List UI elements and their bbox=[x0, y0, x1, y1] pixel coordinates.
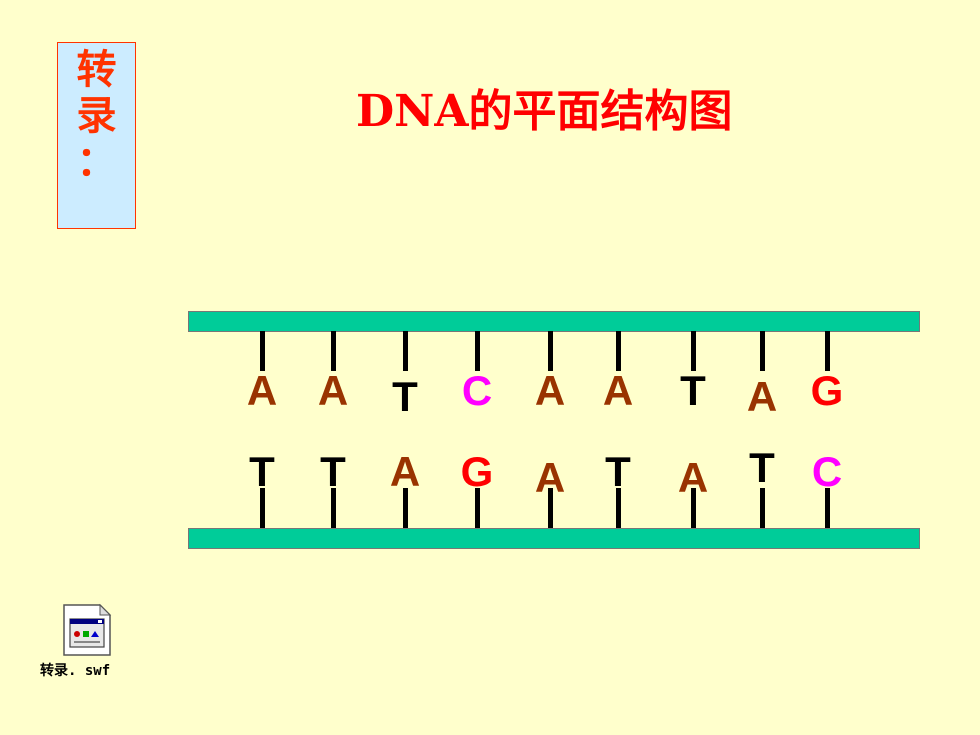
bottom-bond-7 bbox=[691, 488, 696, 528]
bottom-base-4: G bbox=[460, 448, 494, 495]
bottom-base-2: T bbox=[320, 448, 346, 495]
section-label-char-2: 录 bbox=[76, 92, 117, 139]
top-bond-9 bbox=[825, 331, 830, 371]
top-base-1: A bbox=[246, 367, 278, 414]
bottom-base-6: T bbox=[605, 448, 631, 495]
bottom-bond-1 bbox=[260, 488, 265, 528]
top-base-3: T bbox=[392, 373, 418, 420]
top-base-7: T bbox=[680, 367, 706, 414]
top-base-8: A bbox=[746, 373, 778, 420]
bottom-bond-2 bbox=[331, 488, 336, 528]
section-label-box: 转 录 ： bbox=[57, 42, 136, 229]
flash-file-icon[interactable] bbox=[62, 603, 112, 657]
file-name-label[interactable]: 转录. swf bbox=[40, 663, 111, 679]
bottom-base-1: T bbox=[249, 448, 275, 495]
top-bond-2 bbox=[331, 331, 336, 371]
section-label-char-1: 转 bbox=[76, 46, 117, 93]
top-bond-6 bbox=[616, 331, 621, 371]
bottom-bond-9 bbox=[825, 488, 830, 528]
bottom-bond-5 bbox=[548, 488, 553, 528]
bottom-base-8: T bbox=[749, 444, 775, 491]
bottom-bond-3 bbox=[403, 488, 408, 528]
top-base-2: A bbox=[317, 367, 349, 414]
top-bond-5 bbox=[548, 331, 553, 371]
bottom-bond-4 bbox=[475, 488, 480, 528]
page-title: DNA的平面结构图 bbox=[356, 86, 733, 137]
top-bond-7 bbox=[691, 331, 696, 371]
bottom-base-3: A bbox=[389, 448, 421, 495]
top-base-6: A bbox=[602, 367, 634, 414]
section-label-char-3: ： bbox=[76, 138, 117, 185]
top-base-4: C bbox=[461, 367, 493, 414]
bottom-bond-6 bbox=[616, 488, 621, 528]
top-bond-4 bbox=[475, 331, 480, 371]
dna-top-strand bbox=[188, 311, 920, 332]
top-bond-3 bbox=[403, 331, 408, 371]
dna-bottom-strand bbox=[188, 528, 920, 549]
top-base-5: A bbox=[534, 367, 566, 414]
top-bond-8 bbox=[760, 331, 765, 371]
top-bond-1 bbox=[260, 331, 265, 371]
top-base-9: G bbox=[810, 367, 844, 414]
bottom-base-9: C bbox=[811, 448, 843, 495]
bottom-bond-8 bbox=[760, 488, 765, 528]
